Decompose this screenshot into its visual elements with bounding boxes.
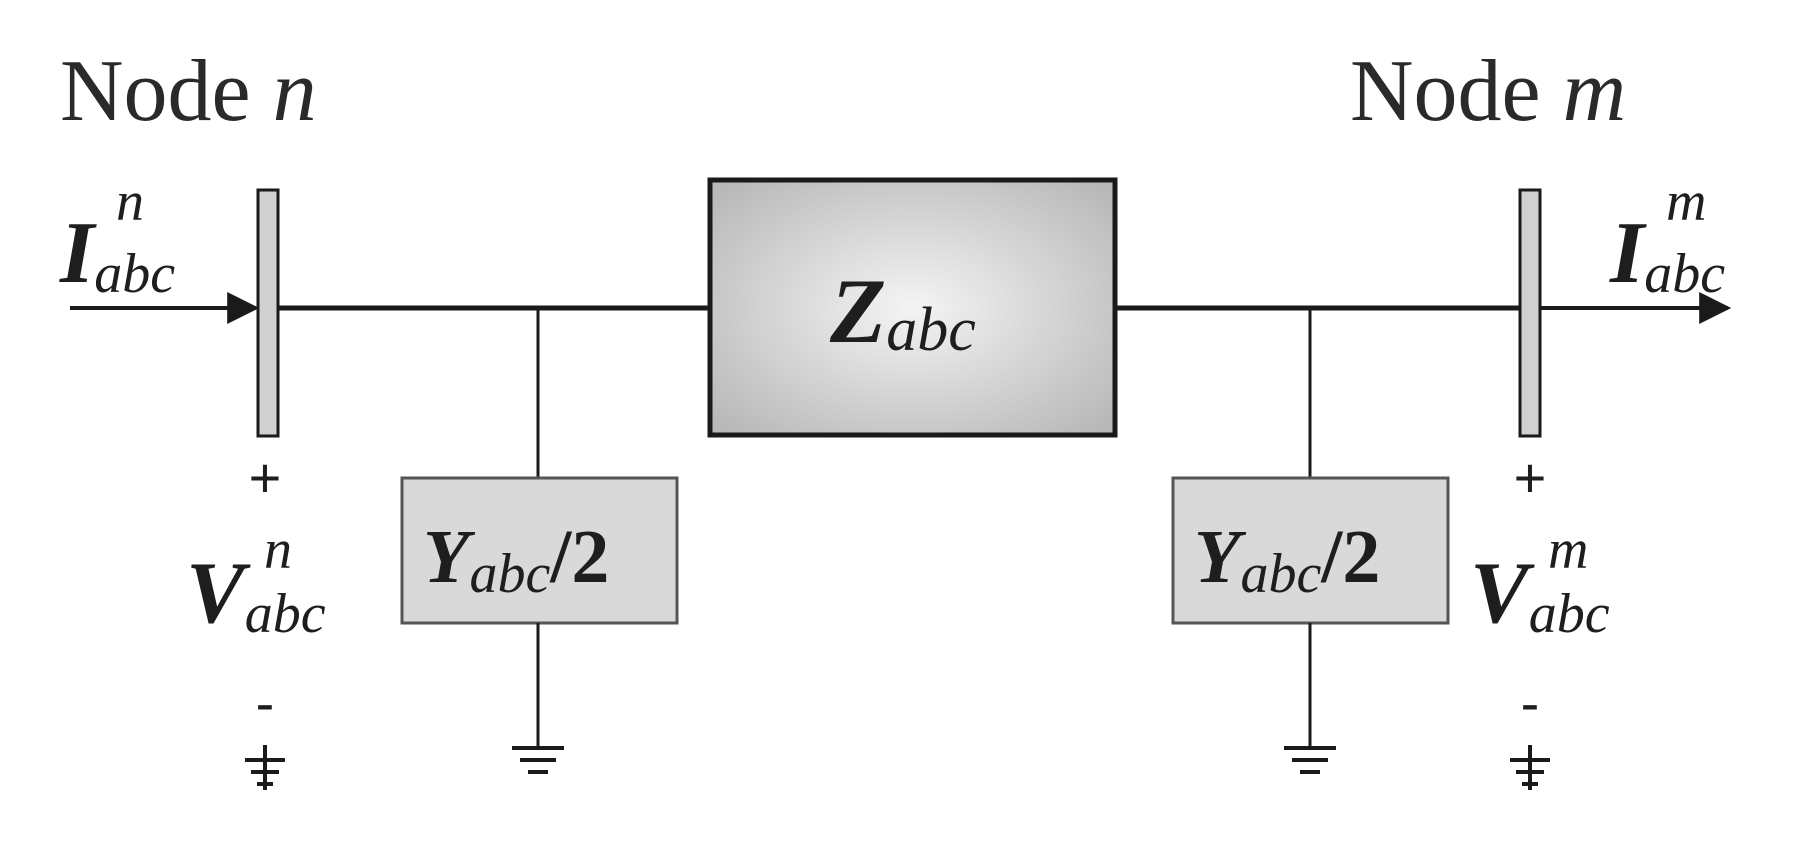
current-n-sub: abc [94, 243, 175, 305]
impedance-sub: abc [886, 296, 976, 364]
ground-icon-node-n [245, 745, 285, 790]
bus-bar-m [1518, 188, 1542, 438]
node-n-var: n [273, 43, 317, 140]
voltage-n-minus: - [256, 671, 275, 734]
voltage-m-plus: + [1514, 446, 1547, 509]
voltage-m-minus: - [1521, 671, 1540, 734]
voltage-n-plus: + [249, 446, 282, 509]
current-m-label: Iabc [1609, 205, 1725, 305]
impedance-label: Zabc [829, 260, 976, 364]
bus-bar-n [256, 188, 280, 438]
ground-icon-node-m [1510, 745, 1550, 790]
impedance-symbol: Z [829, 260, 886, 362]
voltage-n-sub: abc [245, 583, 326, 645]
shunt-left-symbol: Y [423, 515, 476, 599]
voltage-n-symbol: V [186, 545, 251, 642]
shunt-left-label: Yabc/2 [423, 515, 609, 605]
shunt-right-sub: abc [1240, 543, 1321, 605]
current-m-sup: m [1666, 171, 1706, 233]
shunt-left-box [400, 476, 679, 625]
node-m-var: m [1563, 43, 1627, 140]
shunt-right-symbol: Y [1194, 515, 1247, 599]
shunt-right-box [1171, 476, 1450, 625]
impedance-box [707, 177, 1118, 438]
ground-icon-shunt-left [512, 746, 564, 774]
current-n-sup: n [116, 171, 144, 233]
node-m-label: Node m [1350, 43, 1626, 140]
ground-icon-shunt-right [1284, 746, 1336, 774]
shunt-right-suffix: /2 [1320, 515, 1380, 599]
node-n-word: Node [60, 43, 273, 140]
node-n-label: Node n [60, 43, 317, 140]
voltage-m-symbol: V [1470, 545, 1535, 642]
current-m-sub: abc [1644, 243, 1725, 305]
voltage-m-sub: abc [1529, 583, 1610, 645]
voltage-m-sup: m [1548, 519, 1588, 581]
current-n-label: Iabc [59, 205, 175, 305]
voltage-m-label: Vabc [1470, 545, 1610, 645]
voltage-n-label: Vabc [186, 545, 326, 645]
current-n-symbol: I [59, 205, 97, 302]
current-m-symbol: I [1609, 205, 1647, 302]
shunt-left-suffix: /2 [549, 515, 609, 599]
node-m-word: Node [1350, 43, 1563, 140]
voltage-n-sup: n [264, 519, 292, 581]
shunt-right-label: Yabc/2 [1194, 515, 1380, 605]
shunt-left-sub: abc [469, 543, 550, 605]
